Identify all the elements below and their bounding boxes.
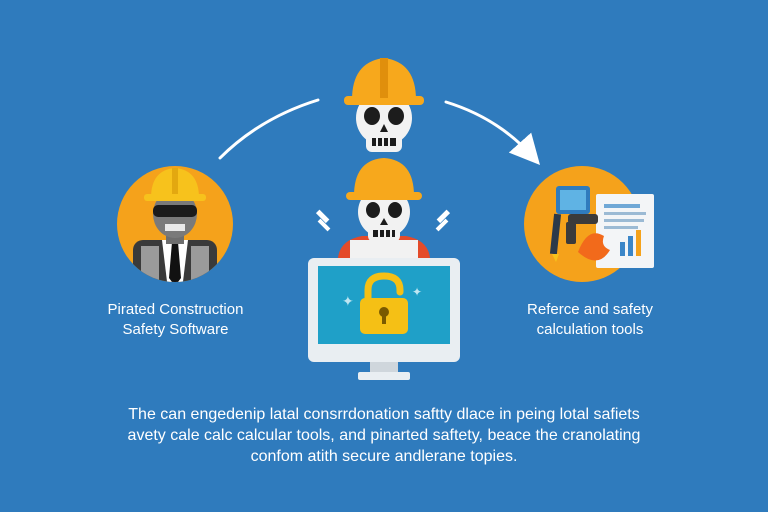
hammer-icon — [435, 209, 451, 232]
caption-line: confom atith secure andlerane topies. — [250, 448, 518, 465]
left-node-label: Pirated Construction Safety Software — [88, 300, 263, 340]
right-node-label-line: calculation tools — [536, 321, 644, 338]
tools-document-icon — [524, 166, 654, 282]
skull-hardhat-icon — [344, 58, 424, 152]
worker-sunglasses-icon — [117, 166, 233, 282]
hammer-icon — [315, 209, 331, 232]
monitor-lock-icon: ✦ ✦ — [308, 258, 460, 380]
right-node-label: Referce and safety calculation tools — [500, 300, 680, 340]
arrow-top-to-right — [444, 100, 541, 165]
left-node-label-line: Pirated Construction — [107, 301, 244, 318]
left-node-label-line: Safety Software — [122, 321, 229, 338]
svg-text:✦: ✦ — [412, 285, 422, 299]
caption-line: The can engedenip latal consrrdonation s… — [128, 406, 640, 423]
caption: The can engedenip latal consrrdonation s… — [84, 404, 684, 467]
svg-text:✦: ✦ — [342, 294, 354, 310]
caption-line: avety cale calc calcular tools, and pina… — [127, 427, 641, 444]
right-node-label-line: Referce and safety — [527, 301, 653, 318]
skull-worker-icon — [315, 158, 451, 258]
arrow-left-to-top — [218, 98, 320, 160]
